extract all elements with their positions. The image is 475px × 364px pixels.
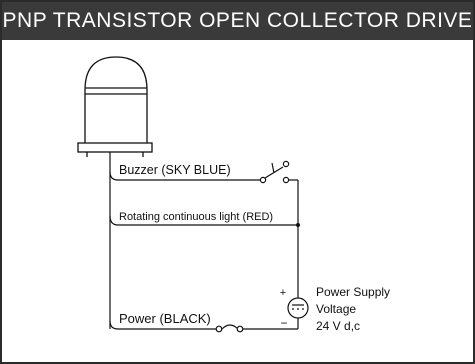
power-supply-line2: Voltage [316,302,356,316]
wiring-diagram: + − Buzzer (SKY BLUE) Rotating continuou… [77,56,390,333]
fuse-icon [215,324,244,333]
wire-positive-bus [242,180,300,330]
wire-common [109,152,298,330]
diagram-title: PNP TRANSISTOR OPEN COLLECTOR DRIVE [2,2,473,40]
rotating-light-wire-label: Rotating continuous light (RED) [119,211,273,223]
signal-tower-light-icon [77,56,153,157]
buzzer-switch-icon [259,160,298,184]
power-supply-label: Power Supply Voltage 24 V d,c [316,285,390,333]
power-wire-label: Power (BLACK) [119,311,211,326]
power-supply-voltage: 24 V d,c [316,319,360,333]
positive-terminal-label: + [280,287,286,299]
negative-terminal-label: − [280,316,287,330]
dc-power-source-icon [287,297,309,319]
power-supply-line1: Power Supply [316,285,390,299]
buzzer-wire-label: Buzzer (SKY BLUE) [119,163,231,177]
